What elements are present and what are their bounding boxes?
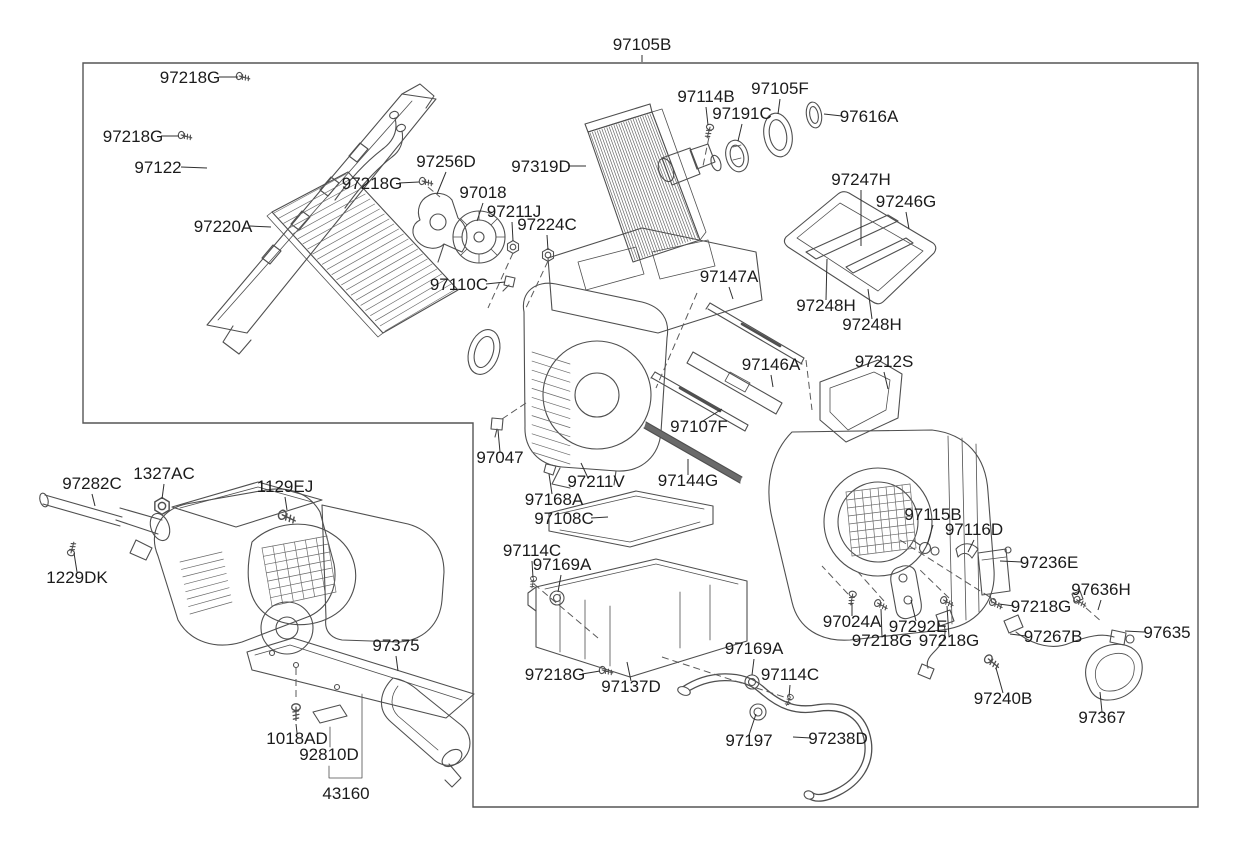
label-97115b: 97115B <box>904 505 961 524</box>
label-97212s: 97212S <box>855 352 914 371</box>
under-cover-drawing <box>246 637 475 719</box>
hose-clamp-97197-drawing <box>749 703 767 721</box>
label-97282c: 97282C <box>62 474 122 493</box>
wire-harness-97267b-drawing <box>917 609 955 680</box>
label-97116d: 97116D <box>945 520 1003 539</box>
tube-97282c-drawing <box>39 492 171 561</box>
label-97238d: 97238D <box>808 729 868 748</box>
label-97211j: 97211J <box>487 202 542 221</box>
label-43160: 43160 <box>322 784 369 803</box>
label-97292e: 97292E <box>889 617 948 636</box>
label-97169a-2: 97169A <box>725 639 784 658</box>
heater-core-drawing <box>266 171 459 338</box>
label-92810d: 92810D <box>299 745 359 764</box>
heater-unit-drawing <box>153 481 475 779</box>
label-97240b: 97240B <box>974 689 1033 708</box>
floor-duct-drawing <box>380 677 471 788</box>
mode-actuator-drawing <box>412 192 468 263</box>
clip-97115b-drawing <box>913 540 940 556</box>
heater-pipes-drawing <box>334 110 406 209</box>
oval-pad-drawing <box>467 329 501 375</box>
label-97247h: 97247H <box>831 170 891 189</box>
leader-lines <box>73 55 1146 739</box>
label-97047: 97047 <box>476 448 523 467</box>
label-97114c-2: 97114C <box>761 665 819 684</box>
filter-strip-97147a-drawing <box>705 302 805 365</box>
label-1229dk: 1229DK <box>46 568 108 587</box>
label-97122: 97122 <box>134 158 181 177</box>
label-97168a: 97168A <box>525 490 584 509</box>
side-case-drawing <box>522 282 669 489</box>
label-97218g-6: 97218G <box>919 631 980 650</box>
diagram-artwork <box>39 71 1143 802</box>
label-97197: 97197 <box>725 731 772 750</box>
label-97218g-7: 97218G <box>1011 597 1072 616</box>
tray-97108c-drawing <box>548 490 714 548</box>
nut-glyphs <box>154 240 555 516</box>
label-97218g-2: 97218G <box>103 127 164 146</box>
label-97218g-1: 97218G <box>160 68 221 87</box>
label-97616a: 97616A <box>840 107 899 126</box>
knob-pad-97367-drawing <box>1085 643 1143 701</box>
label-97024a: 97024A <box>823 612 882 631</box>
label-97169a-1: 97169A <box>533 555 592 574</box>
label-97147a: 97147A <box>700 267 759 286</box>
label-97267b: 97267B <box>1024 627 1083 646</box>
label-97211v: 97211V <box>567 472 625 491</box>
label-97191c: 97191C <box>712 104 772 123</box>
label-97218g-4: 97218G <box>525 665 586 684</box>
label-97256d: 97256D <box>416 152 476 171</box>
label-97018: 97018 <box>459 183 506 202</box>
label-97105b: 97105B <box>613 35 672 54</box>
upper-case-drawing <box>547 227 763 334</box>
damper-97146a-drawing <box>686 351 783 415</box>
label-1018ad: 1018AD <box>266 729 327 748</box>
dashed-lines <box>295 136 1103 699</box>
pipe-fittings-drawing <box>657 143 722 186</box>
seal-strip-97144g-drawing <box>643 421 743 484</box>
seal-ring-drawing <box>763 112 793 158</box>
label-97218g-5: 97218G <box>852 631 913 650</box>
filter-strip-97107f-drawing <box>650 371 749 432</box>
label-1327ac: 1327AC <box>133 464 194 483</box>
seal-ring-small-drawing <box>805 101 823 129</box>
label-97319d: 97319D <box>511 157 571 176</box>
grommet-drawing <box>725 139 749 173</box>
evaporator-drawing <box>584 103 707 263</box>
bracket-43160-lines <box>328 693 363 779</box>
lever-97116d-drawing <box>955 543 979 559</box>
clip-97047-drawing <box>490 417 504 438</box>
pipe-bracket-drawing <box>206 83 437 355</box>
label-97218g-3: 97218G <box>342 174 403 193</box>
label-97246g: 97246G <box>876 192 937 211</box>
cable-97635-drawing <box>1003 614 1135 647</box>
label-tag-92810d-drawing <box>312 704 348 724</box>
label-1129ej: 1129EJ <box>257 477 313 496</box>
diagram-border <box>82 62 1199 808</box>
label-97236e: 97236E <box>1020 553 1079 572</box>
label-97114b: 97114B <box>677 87 734 106</box>
label-97636h: 97636H <box>1071 580 1131 599</box>
label-97146a: 97146A <box>742 355 801 374</box>
label-97144g: 97144G <box>658 471 719 490</box>
label-97107f: 97107F <box>670 417 728 436</box>
label-97224c: 97224C <box>517 215 577 234</box>
label-97367: 97367 <box>1078 708 1125 727</box>
label-97108c: 97108C <box>534 509 594 528</box>
label-97635: 97635 <box>1143 623 1190 642</box>
label-97114c-1: 97114C <box>503 541 561 560</box>
clip-97110c-drawing <box>502 275 516 292</box>
hook-97168a-drawing <box>543 463 557 476</box>
label-97375: 97375 <box>372 636 419 655</box>
label-97220a: 97220A <box>194 217 253 236</box>
label-97110c: 97110C <box>430 275 488 294</box>
tray-97137d-drawing <box>527 558 748 678</box>
blower-case-drawing <box>768 359 995 641</box>
label-97248h-2: 97248H <box>842 315 902 334</box>
label-97105f: 97105F <box>751 79 809 98</box>
label-97137d: 97137D <box>601 677 661 696</box>
label-97248h-1: 97248H <box>796 296 856 315</box>
part-labels: 97218G 97218G 97122 97220A 97256D 97218G… <box>46 35 1190 803</box>
